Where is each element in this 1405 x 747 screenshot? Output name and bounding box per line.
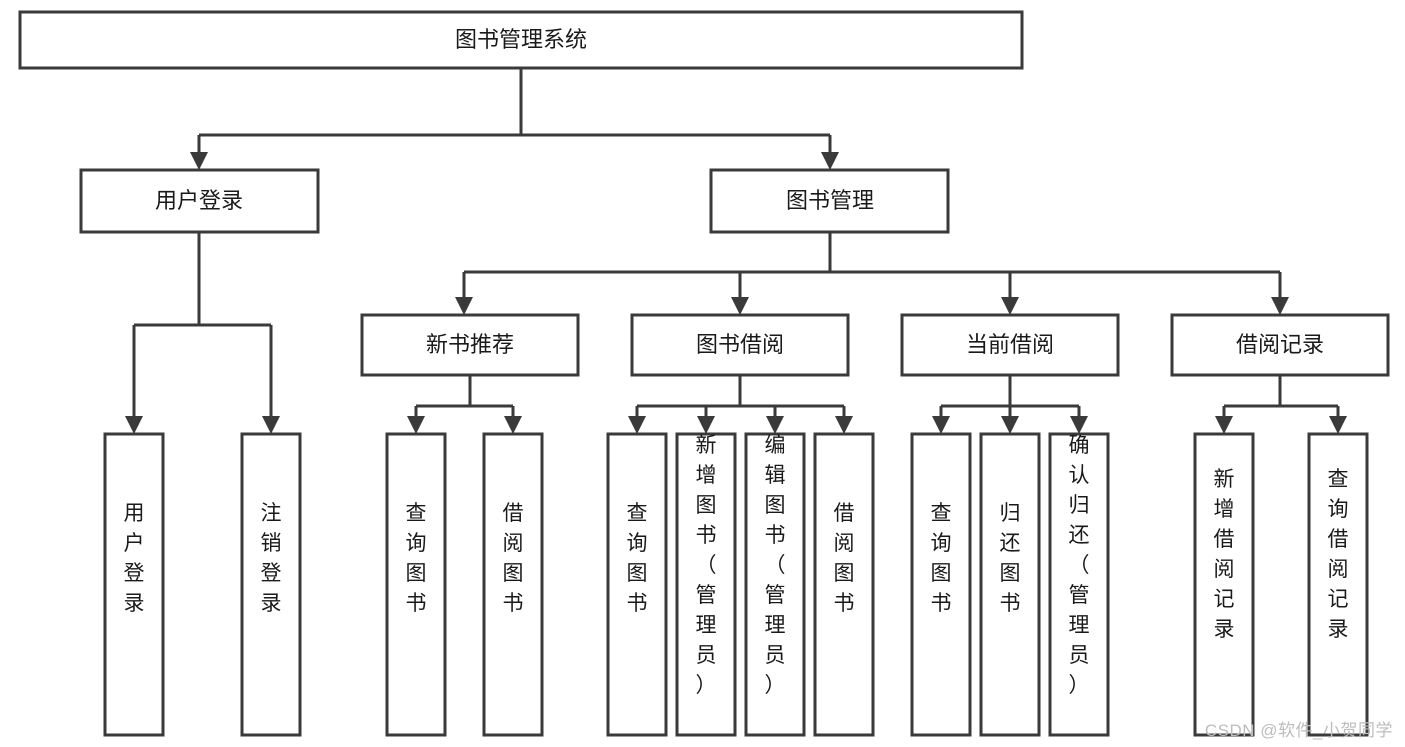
leaf-box-user-login-0[interactable] [103,432,165,737]
node-current-borrow[interactable]: 当前借阅 [900,313,1120,377]
node-book-manage-box[interactable] [709,168,950,234]
leaf-label-borrow-record-0: 新增借阅记录 [1214,468,1235,641]
node-root-label: 图书管理系统 [455,27,587,52]
leaf-label-book-borrow-1: 新增图书（管理员） [696,434,717,697]
node-new-book-recommend[interactable]: 新书推荐 [360,313,580,377]
node-user-login-box[interactable] [79,168,320,234]
leaf-box-new-book-0[interactable] [385,432,447,737]
node-book-manage[interactable]: 图书管理 [709,168,950,234]
arrow-new-book-leaf-0 [407,416,425,434]
arrow-to-book-borrow [731,297,749,315]
leaf-node-borrow-record-1[interactable]: 查询借阅记录 [1307,432,1369,737]
arrow-to-new-book [455,297,473,315]
leaf-node-new-book-1[interactable]: 借阅图书 [482,432,544,737]
leaf-node-book-borrow-1[interactable]: 新增图书（管理员） [675,432,737,737]
node-book-borrow-label: 图书借阅 [696,332,784,357]
arrow-book-borrow-leaf-2 [766,416,784,434]
leaf-node-borrow-record-0[interactable]: 新增借阅记录 [1193,432,1255,737]
leaf-node-new-book-0[interactable]: 查询图书 [385,432,447,737]
arrow-current-borrow-leaf-2 [1070,416,1088,434]
node-book-borrow-box[interactable] [630,313,850,377]
leaf-node-current-borrow-1[interactable]: 归还图书 [979,432,1041,737]
arrow-to-borrow-record [1271,297,1289,315]
leaf-label-new-book-1: 借阅图书 [503,502,524,615]
arrow-new-book-leaf-1 [504,416,522,434]
node-borrow-record-label: 借阅记录 [1236,332,1324,357]
leaf-label-new-book-0: 查询图书 [406,502,427,615]
leaf-box-borrow-record-1[interactable] [1307,432,1369,737]
node-current-borrow-box[interactable] [900,313,1120,377]
leaf-label-current-borrow-2: 确认归还（管理员） [1069,434,1090,697]
arrow-borrow-record-leaf-0 [1215,416,1233,434]
arrow-to-user-login [190,152,208,170]
arrow-book-borrow-leaf-3 [835,416,853,434]
arrow-user-login-leaf-1 [262,416,280,434]
arrow-borrow-record-leaf-1 [1329,416,1347,434]
arrow-current-borrow-leaf-1 [1001,416,1019,434]
leaf-node-current-borrow-0[interactable]: 查询图书 [910,432,972,737]
arrow-book-borrow-leaf-0 [628,416,646,434]
leaf-label-user-login-0: 用户登录 [124,502,145,615]
leaf-node-book-borrow-0[interactable]: 查询图书 [606,432,668,737]
leaf-box-book-borrow-2[interactable] [744,432,806,737]
node-user-login[interactable]: 用户登录 [79,168,320,234]
leaf-box-new-book-1[interactable] [482,432,544,737]
leaf-box-user-login-1[interactable] [240,432,302,737]
node-book-manage-label: 图书管理 [786,188,874,213]
leaf-box-current-borrow-0[interactable] [910,432,972,737]
leaf-label-current-borrow-0: 查询图书 [931,502,952,615]
node-current-borrow-label: 当前借阅 [966,332,1054,357]
leaf-label-book-borrow-3: 借阅图书 [834,502,855,615]
leaf-box-current-borrow-2[interactable] [1048,432,1110,737]
leaf-box-current-borrow-1[interactable] [979,432,1041,737]
leaf-box-book-borrow-1[interactable] [675,432,737,737]
leaf-box-borrow-record-0[interactable] [1193,432,1255,737]
arrow-user-login-leaf-0 [125,416,143,434]
leaf-node-current-borrow-2[interactable]: 确认归还（管理员） [1048,432,1110,737]
leaf-node-book-borrow-3[interactable]: 借阅图书 [813,432,875,737]
node-root-box[interactable] [18,10,1024,70]
arrow-to-current-borrow [1001,297,1019,315]
leaf-box-book-borrow-0[interactable] [606,432,668,737]
leaf-label-book-borrow-2: 编辑图书（管理员） [765,434,786,697]
leaf-label-borrow-record-1: 查询借阅记录 [1328,468,1349,641]
node-book-borrow[interactable]: 图书借阅 [630,313,850,377]
arrow-to-book-manage [821,152,839,170]
leaf-node-book-borrow-2[interactable]: 编辑图书（管理员） [744,432,806,737]
node-new-book-label: 新书推荐 [426,332,514,357]
node-user-login-label: 用户登录 [155,188,243,213]
arrow-book-borrow-leaf-1 [697,416,715,434]
leaf-box-book-borrow-3[interactable] [813,432,875,737]
node-borrow-record[interactable]: 借阅记录 [1170,313,1390,377]
leaf-label-book-borrow-0: 查询图书 [627,502,648,615]
connector-group [125,68,1347,434]
leaf-node-user-login-1[interactable]: 注销登录 [240,432,302,737]
arrow-current-borrow-leaf-0 [932,416,950,434]
node-borrow-record-box[interactable] [1170,313,1390,377]
node-new-book-box[interactable] [360,313,580,377]
leaf-node-user-login-0[interactable]: 用户登录 [103,432,165,737]
leaf-label-current-borrow-1: 归还图书 [1000,502,1021,615]
leaf-label-user-login-1: 注销登录 [261,502,282,615]
node-root-system[interactable]: 图书管理系统 [18,10,1024,70]
